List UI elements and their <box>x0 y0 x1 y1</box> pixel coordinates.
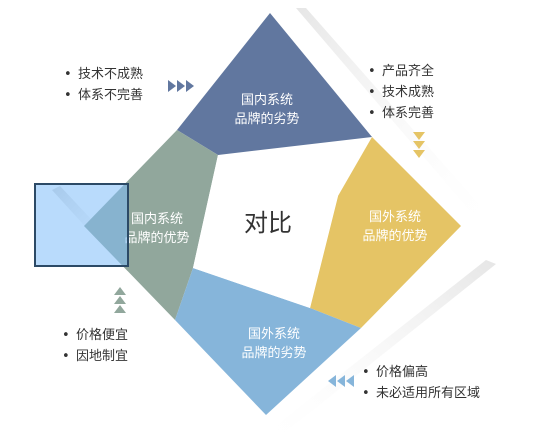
quadrant-top <box>177 13 372 155</box>
arrow-right-icon <box>168 80 194 92</box>
quadrant-left-label: 国内系统 品牌的优势 <box>102 210 212 248</box>
list-item: 价格偏高 <box>362 362 480 383</box>
list-item: 技术不成熟 <box>64 64 143 85</box>
selection-rectangle[interactable] <box>34 183 129 267</box>
quadrant-top-label-line2: 品牌的劣势 <box>234 112 300 127</box>
center-label: 对比 <box>244 209 292 237</box>
list-top-left: 技术不成熟 体系不完善 <box>64 64 143 106</box>
quadrant-right <box>310 137 461 328</box>
list-item: 体系完善 <box>368 103 434 124</box>
shine-streak-bottom-right <box>250 260 496 446</box>
list-item: 体系不完善 <box>64 85 143 106</box>
list-top-right: 产品齐全 技术成熟 体系完善 <box>368 61 434 124</box>
quadrant-left-label-line1: 国内系统 <box>130 212 183 227</box>
list-item: 技术成熟 <box>368 82 434 103</box>
arrow-down-icon <box>413 132 425 158</box>
list-item: 产品齐全 <box>368 61 434 82</box>
list-bottom-left: 价格便宜 因地制宜 <box>62 325 128 367</box>
quadrant-bottom-label: 国外系统 品牌的劣势 <box>219 325 329 363</box>
center-panel <box>193 155 338 308</box>
list-item: 因地制宜 <box>62 346 128 367</box>
quadrant-top-label: 国内系统 品牌的劣势 <box>212 91 322 129</box>
quadrant-left <box>84 130 218 320</box>
quadrant-right-label-line2: 品牌的优势 <box>362 229 428 244</box>
quadrant-bottom <box>175 268 361 415</box>
quadrant-top-label-line1: 国内系统 <box>240 93 293 108</box>
quadrant-bottom-label-line1: 国外系统 <box>247 327 300 342</box>
quadrant-left-label-line2: 品牌的优势 <box>124 231 190 246</box>
list-item: 未必适用所有区域 <box>362 383 480 404</box>
list-bottom-right: 价格偏高 未必适用所有区域 <box>362 362 480 404</box>
list-item: 价格便宜 <box>62 325 128 346</box>
quadrant-bottom-label-line2: 品牌的劣势 <box>241 346 307 361</box>
quadrant-right-label: 国外系统 品牌的优势 <box>340 208 450 246</box>
arrow-left-icon <box>328 375 354 387</box>
arrow-up-icon <box>114 287 126 313</box>
quadrant-right-label-line1: 国外系统 <box>368 210 421 225</box>
